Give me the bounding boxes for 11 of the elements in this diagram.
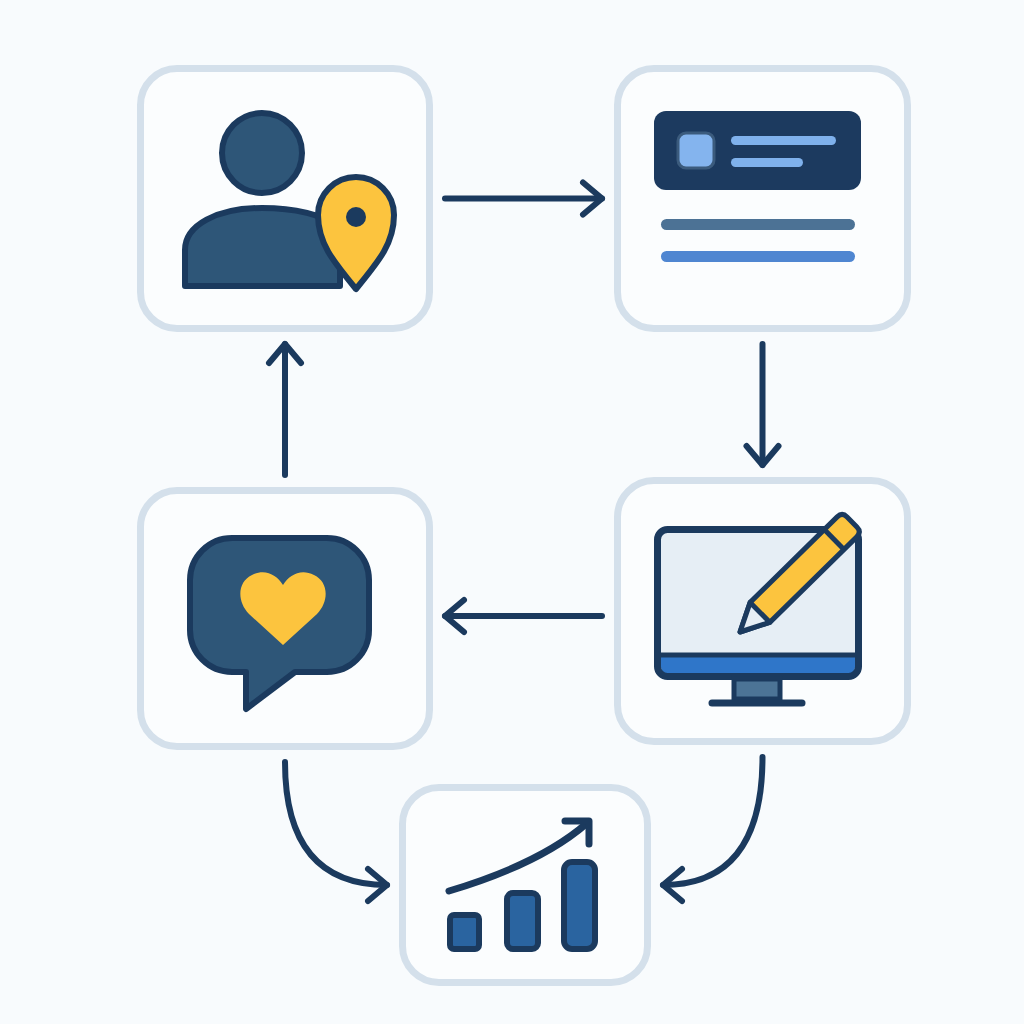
arrow xyxy=(442,597,605,635)
arrow xyxy=(266,341,304,478)
arrow xyxy=(743,341,782,468)
curved-arrow xyxy=(660,754,766,903)
icon-card xyxy=(614,65,911,332)
icon-card xyxy=(137,65,433,332)
icon-card xyxy=(137,487,433,750)
arrow xyxy=(442,179,605,218)
icon-card xyxy=(399,784,651,986)
curved-arrow xyxy=(282,759,390,903)
icon-card xyxy=(614,477,911,745)
